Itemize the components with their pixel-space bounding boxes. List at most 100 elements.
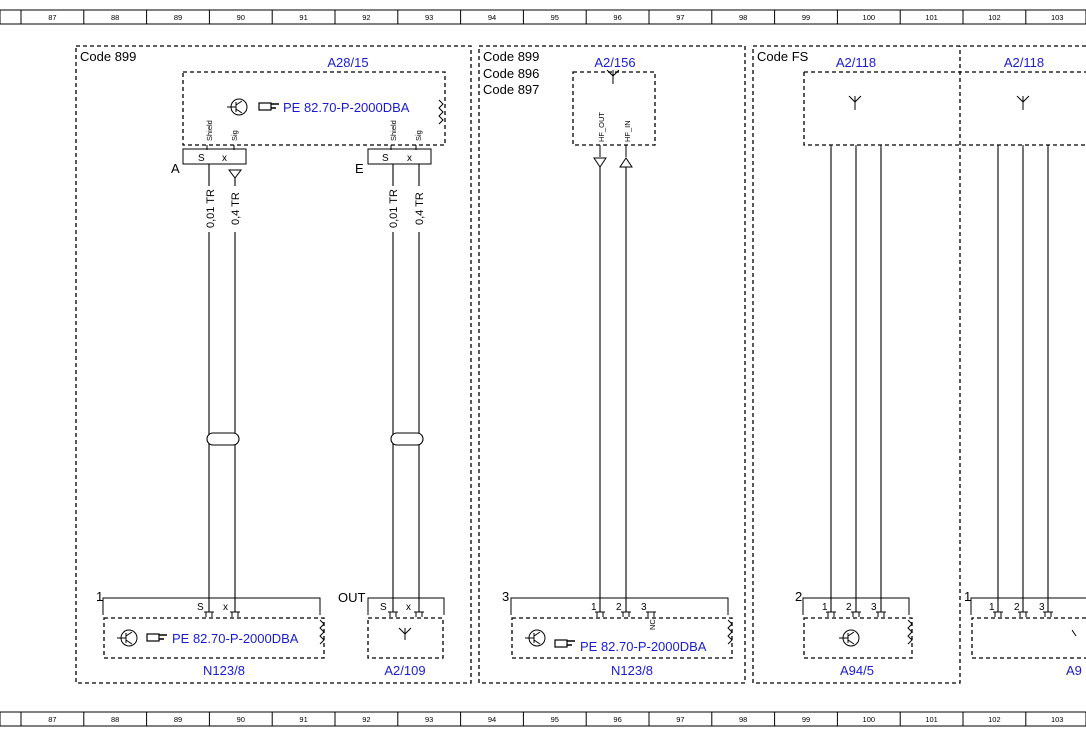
connector-pin: 1 <box>591 602 597 613</box>
signal-out-arrow <box>593 157 607 168</box>
antenna-icon <box>606 69 620 84</box>
connector-label: A <box>171 161 180 176</box>
pin-label: Sig <box>230 130 239 141</box>
connector-pin: S <box>382 153 389 164</box>
transistor-icon <box>227 98 248 116</box>
connector-label: 3 <box>502 589 509 604</box>
pin-label: HF_OUT <box>597 112 606 142</box>
ruler-number: 91 <box>299 715 307 724</box>
ruler-number: 88 <box>111 13 119 22</box>
group-code-label: Code 899 <box>80 49 136 64</box>
pin-label: Shield <box>205 120 214 141</box>
connector-label: 1 <box>96 589 103 604</box>
component-ref-partial[interactable]: A9 <box>1066 663 1082 678</box>
ruler-number: 103 <box>1051 13 1064 22</box>
connector-label: 1 <box>964 589 971 604</box>
component-ref-a2-118[interactable]: A2/118 <box>1004 55 1044 70</box>
ruler-number: 100 <box>863 715 876 724</box>
ruler-number: 94 <box>488 13 496 22</box>
transistor-icon <box>839 629 860 647</box>
ruler-number: 100 <box>863 13 876 22</box>
wire-label: 0,01 TR <box>388 189 400 228</box>
wire-twist-symbol <box>390 432 424 446</box>
connector-pin: S <box>380 602 387 613</box>
component-n123-8-left: 1 S x PE 82.70-P-2000DBA N123/8 <box>96 589 325 678</box>
connector-pin: 2 <box>1014 602 1020 613</box>
component-ref-a2-118[interactable]: A2/118 <box>836 55 876 70</box>
component-a28-15: A28/15 PE 82.70-P-2000DBA Shield Sig Shi… <box>182 55 446 150</box>
ruler-number: 91 <box>299 13 307 22</box>
ruler-number: 92 <box>362 13 370 22</box>
component-ref-n123-8[interactable]: N123/8 <box>203 663 245 678</box>
connector-label: OUT <box>338 590 366 605</box>
ruler-number: 102 <box>988 13 1001 22</box>
pe-reference-link[interactable]: PE 82.70-P-2000DBA <box>580 639 707 654</box>
pin-label: HF_IN <box>623 120 632 142</box>
wire-pair-left: 0,01 TR 0,4 TR <box>205 164 242 612</box>
ruler-number: 87 <box>48 13 56 22</box>
ruler-number: 98 <box>739 715 747 724</box>
group-code-label: Code FS <box>757 49 809 64</box>
ruler-number: 89 <box>174 715 182 724</box>
pe-reference-link[interactable]: PE 82.70-P-2000DBA <box>283 100 410 115</box>
ruler-number: 96 <box>613 13 621 22</box>
ruler-number: 90 <box>237 715 245 724</box>
component-ref-a2-109[interactable]: A2/109 <box>384 663 425 678</box>
component-ref-a28-15[interactable]: A28/15 <box>327 55 368 70</box>
group-frame-code-899 <box>75 45 472 684</box>
connector-pin: x <box>222 153 227 164</box>
antenna-icon <box>848 95 862 110</box>
pe-reference-link[interactable]: PE 82.70-P-2000DBA <box>172 631 299 646</box>
connector-label: E <box>355 161 364 176</box>
component-a2-118-right: A2/118 <box>997 55 1049 612</box>
component-n123-8-mid: 3 1 2 3 NC PE 82.70-P-2000DBA N123/8 <box>502 589 733 678</box>
connector-pin: x <box>406 602 411 613</box>
component-ref-a94-5[interactable]: A94/5 <box>840 663 874 678</box>
ruler-number: 89 <box>174 13 182 22</box>
ruler-number: 97 <box>676 13 684 22</box>
pin-label: Shield <box>389 120 398 141</box>
connector-pin: 1 <box>822 602 828 613</box>
connector-pin: S <box>197 602 204 613</box>
group-frame-code-899-896-897 <box>478 45 746 684</box>
connector-pin: 3 <box>1039 602 1045 613</box>
connector-a: S x A <box>171 148 247 179</box>
wire-label: 0,4 TR <box>230 192 242 225</box>
component-ref-n123-8[interactable]: N123/8 <box>611 663 653 678</box>
pin-label: Sig <box>414 130 423 141</box>
reference-hand-icon <box>146 633 167 642</box>
wire-pair-middle: 0,01 TR 0,4 TR <box>388 164 426 612</box>
reference-hand-icon <box>554 639 575 648</box>
ruler-number: 95 <box>551 13 559 22</box>
ruler-number: 95 <box>551 715 559 724</box>
wire-label: 0,01 TR <box>205 189 217 228</box>
ruler-number: 99 <box>802 715 810 724</box>
wire-label: 0,4 TR <box>414 192 426 225</box>
group-code-label: Code 896 <box>483 66 539 81</box>
antenna-icon <box>1016 95 1030 110</box>
group-code-label: Code 897 <box>483 82 539 97</box>
component-right-cut: 1 1 2 3 A9 <box>964 589 1086 678</box>
ruler-number: 88 <box>111 715 119 724</box>
ruler-number: 101 <box>925 715 938 724</box>
break-mark <box>438 99 444 125</box>
connector-pin: 3 <box>871 602 877 613</box>
wire-twist-symbol <box>206 432 240 446</box>
shield-symbol <box>228 169 242 179</box>
connector-pin: 3 <box>641 602 647 613</box>
component-a2-118-left: A2/118 <box>803 55 1086 612</box>
component-ref-a2-156[interactable]: A2/156 <box>594 55 635 70</box>
ruler-number: 97 <box>676 715 684 724</box>
ruler-number: 93 <box>425 13 433 22</box>
ruler-number: 103 <box>1051 715 1064 724</box>
signal-in-arrow <box>619 157 633 168</box>
group-frame-code-fs <box>752 45 1086 684</box>
ruler-number: 102 <box>988 715 1001 724</box>
ruler-number: 94 <box>488 715 496 724</box>
component-a2-156: A2/156 HF_OUT HF_IN <box>572 55 656 612</box>
transistor-icon <box>525 629 546 647</box>
connector-pin: 2 <box>616 602 622 613</box>
connector-pin: S <box>198 153 205 164</box>
